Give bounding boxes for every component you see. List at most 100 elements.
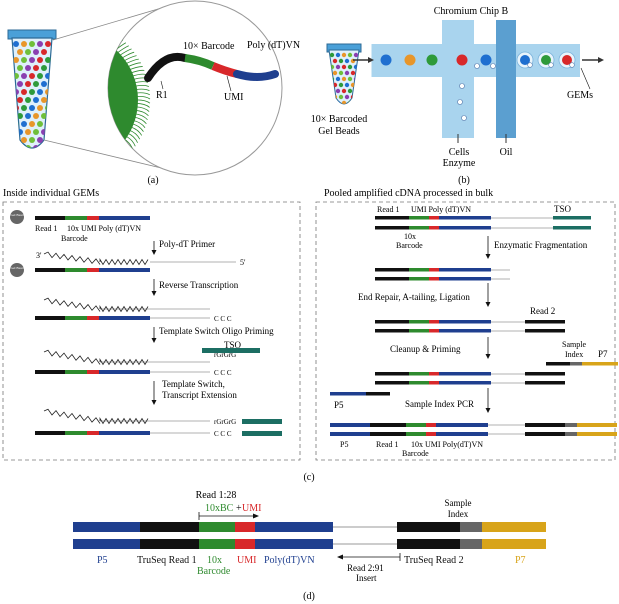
seg-barcode xyxy=(65,216,87,220)
gel-bead xyxy=(353,52,359,58)
gel-bead xyxy=(17,81,23,87)
label-oil: Oil xyxy=(500,147,513,158)
cdna-zigzag xyxy=(99,305,149,313)
gel-bead xyxy=(29,57,35,63)
svg-text:C C C: C C C xyxy=(214,315,232,323)
gel-bead xyxy=(41,129,47,135)
gel-bead xyxy=(335,64,341,70)
cdna-zigzag xyxy=(99,358,149,366)
gel-bead xyxy=(329,88,335,94)
svg-text:Barcode: Barcode xyxy=(396,241,423,250)
cell xyxy=(459,83,465,89)
title-inside-gems: Inside individual GEMs xyxy=(3,188,99,199)
gel-bead xyxy=(33,97,39,103)
cell xyxy=(457,99,463,105)
gel-bead xyxy=(17,129,23,135)
svg-text:Read 2:91: Read 2:91 xyxy=(347,563,384,573)
gel-bead xyxy=(347,100,353,104)
label-polydt: Poly (dT)VN xyxy=(247,40,300,51)
gel-bead xyxy=(37,73,43,79)
gel-bead xyxy=(29,105,35,111)
zoom-line-bottom xyxy=(43,139,179,173)
cell xyxy=(474,63,480,69)
panel-b: Chromium Chip B 10× Barcoded Gel Beads G… xyxy=(311,6,604,186)
gel-bead xyxy=(335,52,341,58)
gel-bead xyxy=(21,89,27,95)
seg-polydt xyxy=(99,216,150,220)
gel-bead xyxy=(29,121,35,127)
step-sample-index-pcr: Sample Index PCR xyxy=(405,399,474,409)
seg-read1 xyxy=(35,216,65,220)
gel-bead xyxy=(45,57,51,63)
gel-bead xyxy=(13,57,19,63)
gel-bead xyxy=(37,89,43,95)
svg-text:TSO: TSO xyxy=(224,340,242,350)
svg-text:10x UMI Poly (dT)VN: 10x UMI Poly (dT)VN xyxy=(67,224,141,233)
svg-text:10xBC: 10xBC xyxy=(205,503,234,514)
gel-bead xyxy=(338,70,344,76)
gel-bead xyxy=(341,88,347,94)
label-beads-line1: 10× Barcoded xyxy=(311,114,367,125)
panel-d: Read 1:28 10xBC + UMI Sample Index P5 Tr… xyxy=(73,490,546,602)
svg-text:TruSeq Read 1: TruSeq Read 1 xyxy=(137,555,197,566)
gel-bead xyxy=(347,52,353,58)
svg-text:Gel Bead: Gel Bead xyxy=(10,213,23,217)
gel-bead xyxy=(37,137,43,143)
label-umi: UMI xyxy=(224,92,243,103)
gel-bead xyxy=(25,129,31,135)
gel-bead xyxy=(17,65,23,71)
gel-bead xyxy=(41,145,47,148)
cell xyxy=(490,63,496,69)
svg-text:Read 1:28: Read 1:28 xyxy=(196,490,237,501)
gel-bead xyxy=(344,70,350,76)
tso-oligo xyxy=(202,348,260,353)
gel-bead xyxy=(329,52,335,58)
gel-bead xyxy=(33,129,39,135)
label-10x-barcode: 10× Barcode xyxy=(183,41,235,52)
gel-bead xyxy=(17,113,23,119)
gel-bead xyxy=(341,100,347,104)
svg-text:P5: P5 xyxy=(340,440,348,449)
chip-cell-channel xyxy=(442,20,474,138)
seg-umi xyxy=(87,216,99,220)
gel-bead xyxy=(353,100,359,104)
gel-bead xyxy=(25,81,31,87)
gel-bead xyxy=(347,88,353,94)
svg-text:TSO: TSO xyxy=(554,204,572,214)
gel-bead xyxy=(45,73,51,79)
svg-text:C C C: C C C xyxy=(214,369,232,377)
cell xyxy=(461,115,467,121)
gel-bead xyxy=(17,145,23,148)
svg-text:Read 1: Read 1 xyxy=(35,224,57,233)
gel-bead xyxy=(21,57,27,63)
label-enzyme: Enzyme xyxy=(443,158,476,169)
gel-bead xyxy=(33,65,39,71)
gel-bead-icon xyxy=(10,263,24,277)
step-template-switch: Template Switch, xyxy=(162,379,225,389)
svg-text:5': 5' xyxy=(240,258,246,267)
gel-bead xyxy=(25,49,31,55)
cdna-zigzag xyxy=(99,258,149,266)
gel-bead xyxy=(350,94,356,100)
gel-bead xyxy=(25,65,31,71)
gel-bead xyxy=(344,94,350,100)
gel-bead xyxy=(25,113,31,119)
svg-text:C C C: C C C xyxy=(214,430,232,438)
gel-bead xyxy=(45,105,51,111)
panel-c-left: Inside individual GEMs Gel Bead Gel Bead… xyxy=(2,188,301,461)
gel-bead xyxy=(335,88,341,94)
gel-bead xyxy=(347,64,353,70)
gel-bead xyxy=(344,58,350,64)
gel-bead xyxy=(37,57,43,63)
svg-text:TruSeq Read 2: TruSeq Read 2 xyxy=(404,555,464,566)
caption-d: (d) xyxy=(303,591,315,602)
caption-c: (c) xyxy=(303,472,314,483)
step-cleanup-priming: Cleanup & Priming xyxy=(390,344,461,354)
gel-bead xyxy=(350,70,356,76)
svg-text:10x: 10x xyxy=(207,555,222,566)
gel-bead xyxy=(17,97,23,103)
gel-bead xyxy=(353,88,359,94)
panel-c-right: Pooled amplified cDNA processed in bulk … xyxy=(315,188,618,461)
gel-bead xyxy=(13,73,19,79)
gel-bead xyxy=(335,100,341,104)
